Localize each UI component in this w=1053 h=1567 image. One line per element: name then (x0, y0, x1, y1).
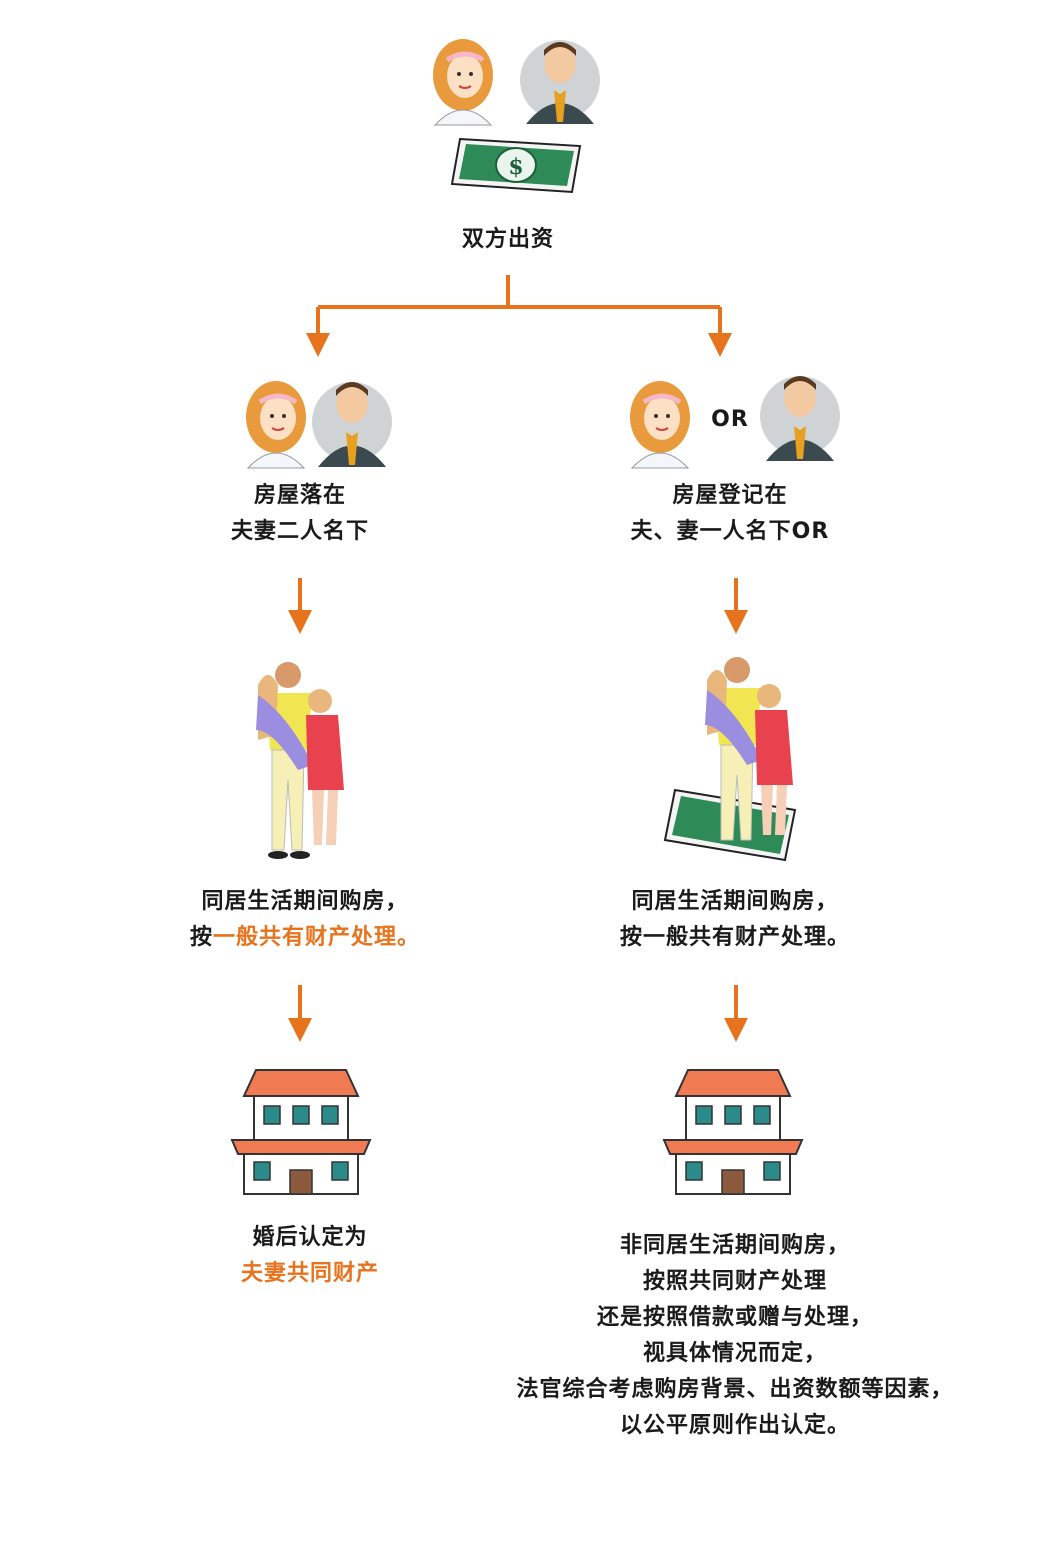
right-cohab-line1: 同居生活期间购房， (631, 889, 839, 914)
left-title-line1: 房屋落在 (253, 483, 346, 508)
left-title: 房屋落在 夫妻二人名下 (170, 478, 430, 550)
right-result-line6: 以公平原则作出认定。 (619, 1413, 850, 1438)
man-icon (520, 40, 600, 124)
left-result-line1: 婚后认定为 (252, 1225, 368, 1250)
right-result-line2: 按照共同财产处理 (642, 1269, 827, 1294)
right-result-line1: 非同居生活期间购房， (619, 1233, 850, 1258)
right-title: 房屋登记在 夫、妻一人名下OR (580, 478, 880, 550)
left-cohab-prefix: 按 (189, 925, 213, 950)
right-title-line1: 房屋登记在 (672, 483, 788, 508)
left-cohab-line2: 按一般共有财产处理。 (160, 920, 450, 956)
family-icon (256, 662, 344, 859)
right-result-line3: 还是按照借款或赠与处理， (596, 1305, 873, 1330)
left-title-line2: 夫妻二人名下 (230, 519, 369, 544)
man-icon (760, 376, 840, 461)
svg-text:$: $ (508, 154, 523, 180)
house-icon (662, 1069, 804, 1195)
left-result-line2: 夫妻共同财产 (240, 1261, 379, 1286)
root-label: 双方出资 (461, 227, 554, 252)
left-cohab-line1: 同居生活期间购房， (201, 889, 409, 914)
woman-icon (630, 381, 690, 469)
woman-icon (433, 39, 493, 126)
or-label: OR (711, 407, 749, 432)
left-cohab: 同居生活期间购房， 按一般共有财产处理。 (160, 884, 450, 956)
split-connector (318, 275, 720, 309)
right-title-line2: 夫、妻一人名下OR (630, 519, 830, 544)
right-result-line5: 法官综合考虑购房背景、出资数额等因素， (516, 1377, 954, 1402)
house-icon (230, 1069, 372, 1195)
right-cohab-line2: 按一般共有财产处理。 (619, 925, 850, 950)
man-icon (312, 382, 392, 467)
left-cohab-highlight: 一般共有财产处理。 (213, 925, 421, 950)
right-cohab: 同居生活期间购房， 按一般共有财产处理。 (585, 884, 885, 956)
right-result-line4: 视具体情况而定， (642, 1341, 827, 1366)
right-result: 非同居生活期间购房， 按照共同财产处理 还是按照借款或赠与处理， 视具体情况而定… (470, 1228, 1000, 1444)
family-icon (663, 657, 797, 862)
woman-icon (246, 381, 306, 469)
left-result: 婚后认定为 夫妻共同财产 (180, 1220, 440, 1292)
money-bill-icon: $ (450, 137, 582, 194)
